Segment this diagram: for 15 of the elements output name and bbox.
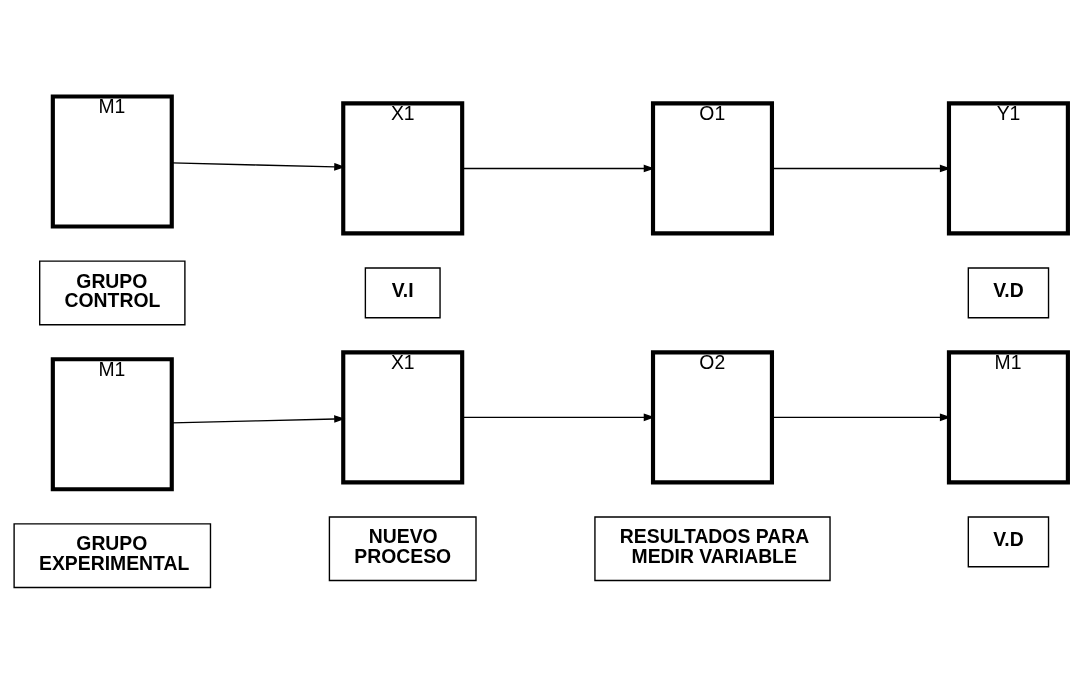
node-box: RESULTADOS PARA MEDIR VARIABLE xyxy=(594,516,831,582)
node-box: X1 xyxy=(341,350,465,485)
node-box: O2 xyxy=(650,350,775,485)
node-box: O1 xyxy=(650,101,775,236)
node-box: NUEVO PROCESO xyxy=(328,516,477,582)
node-box: M1 xyxy=(50,94,174,229)
node-box: V.D xyxy=(967,267,1050,319)
node-box: Y1 xyxy=(946,101,1070,236)
node-box: V.D xyxy=(967,516,1050,568)
node-box: M1 xyxy=(50,357,174,492)
node-box: X1 xyxy=(341,101,465,236)
node-box: V.I xyxy=(364,267,441,319)
node-box: GRUPO CONTROL xyxy=(39,260,186,326)
node-box: GRUPO EXPERIMENTAL xyxy=(13,523,212,589)
node-box: M1 xyxy=(946,350,1070,485)
